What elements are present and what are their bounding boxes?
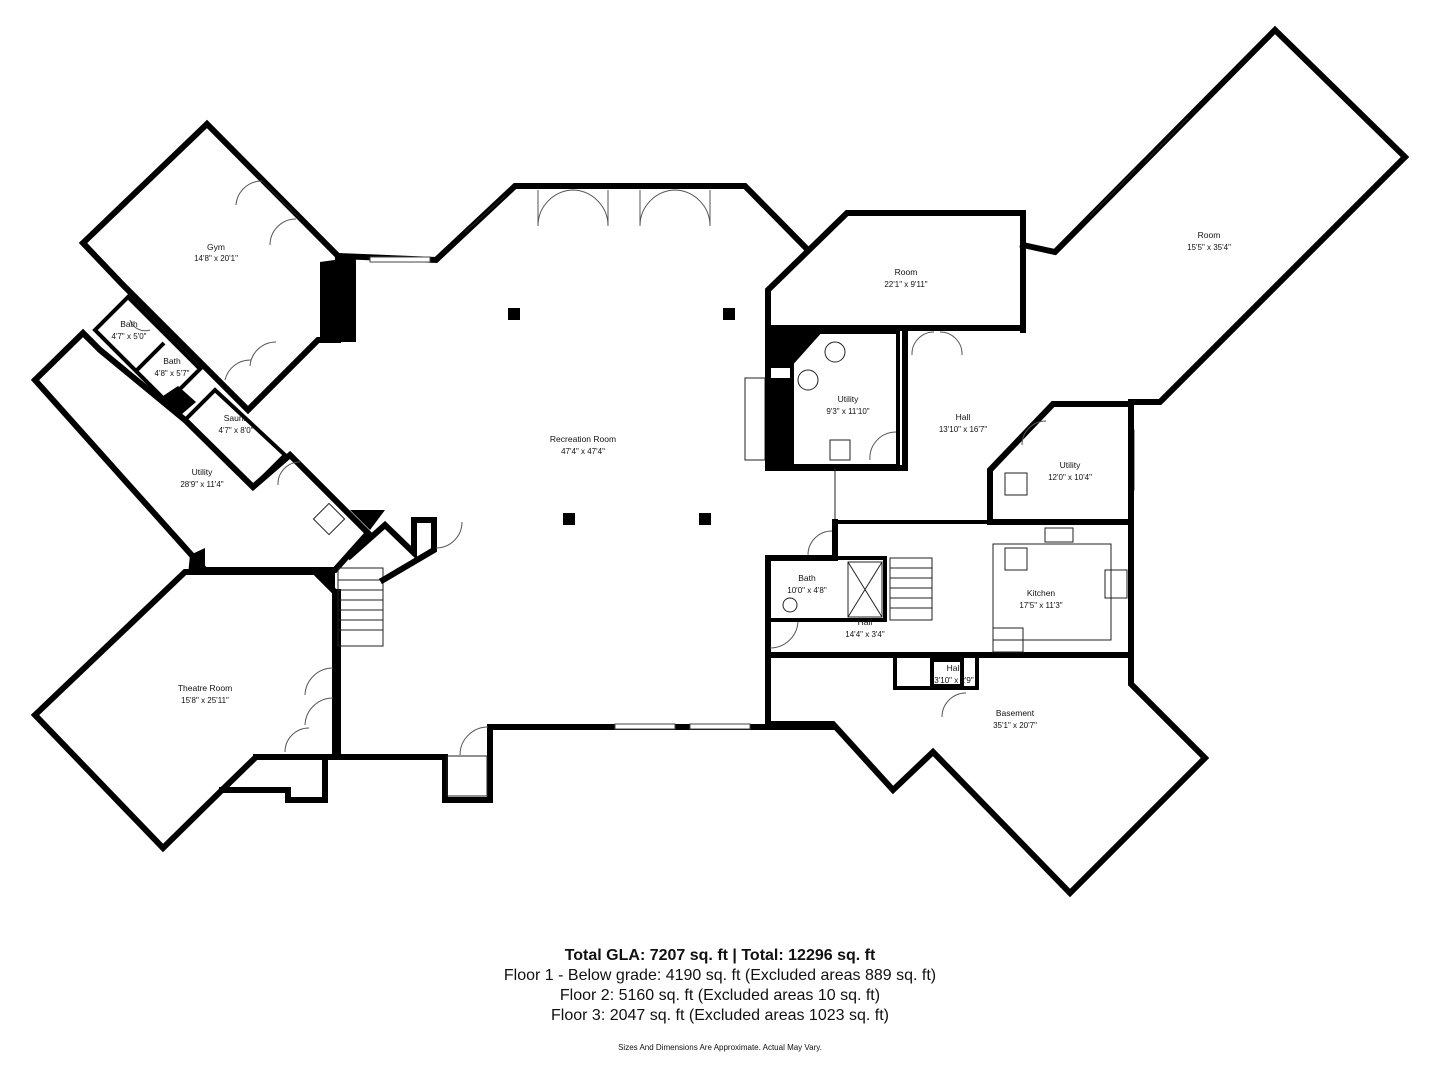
theatre-room bbox=[30, 569, 338, 853]
gym-room bbox=[78, 119, 356, 415]
utility-left-label: Utility bbox=[192, 467, 214, 477]
theatre-label: Theatre Room bbox=[178, 683, 232, 693]
recreation-label: Recreation Room bbox=[550, 434, 616, 444]
bath2-dim: 4'8" x 5'7" bbox=[155, 369, 190, 378]
utility-right-dim: 12'0" x 10'4" bbox=[1048, 473, 1092, 482]
basement-label: Basement bbox=[996, 708, 1035, 718]
bath3-label: Bath bbox=[798, 573, 816, 583]
kitchen-label: Kitchen bbox=[1027, 588, 1056, 598]
hall-long-dim: 14'4" x 3'4" bbox=[845, 630, 885, 639]
utility-mid-dim: 9'3" x 11'10" bbox=[826, 407, 869, 416]
kitchen-dim: 17'5" x 11'3" bbox=[1019, 601, 1062, 610]
service-block bbox=[765, 399, 1134, 658]
floor2-area: Floor 2: 5160 sq. ft (Excluded areas 10 … bbox=[559, 987, 881, 1004]
hall-long-label: Hall bbox=[858, 617, 873, 627]
theatre-dim: 15'8" x 25'11" bbox=[181, 696, 229, 705]
floor1-area: Floor 1 - Below grade: 4190 sq. ft (Excl… bbox=[503, 967, 937, 984]
gym-dim: 14'8" x 20'1" bbox=[194, 254, 238, 263]
utility-right-label: Utility bbox=[1060, 460, 1082, 470]
bath3-dim: 10'0" x 4'8" bbox=[787, 586, 827, 595]
recreation-room bbox=[334, 183, 836, 803]
bath2-label: Bath bbox=[163, 356, 181, 366]
sauna-dim: 4'7" x 8'0" bbox=[219, 426, 254, 435]
utility-mid-room bbox=[765, 325, 908, 471]
room-mid-label: Room bbox=[895, 267, 918, 277]
hall-small-dim: 3'10" x 2'9" bbox=[934, 676, 974, 685]
utility-mid-label: Utility bbox=[838, 394, 860, 404]
total-area: Total GLA: 7207 sq. ft | Total: 12296 sq… bbox=[564, 947, 876, 964]
utility-left-dim: 28'9" x 11'4" bbox=[180, 480, 223, 489]
room-right-dim: 15'5" x 35'4" bbox=[1187, 243, 1231, 252]
bath1-label: Bath bbox=[120, 319, 138, 329]
basement-dim: 35'1" x 20'7" bbox=[993, 721, 1037, 730]
hall-small-label: Hall bbox=[947, 663, 962, 673]
room-right-label: Room bbox=[1198, 230, 1221, 240]
bath-rooms-left bbox=[92, 294, 203, 414]
hall-big-dim: 13'10" x 16'7" bbox=[939, 425, 987, 434]
hall-big-label: Hall bbox=[956, 412, 971, 422]
bath1-dim: 4'7" x 5'0" bbox=[112, 332, 147, 341]
gym-label: Gym bbox=[207, 242, 225, 252]
room-right bbox=[1019, 25, 1410, 405]
recreation-dim: 47'4" x 47'4" bbox=[561, 447, 605, 456]
area-summary: Total GLA: 7207 sq. ft | Total: 12296 sq… bbox=[0, 946, 1440, 1058]
room-mid bbox=[765, 210, 1026, 331]
floor3-area: Floor 3: 2047 sq. ft (Excluded areas 102… bbox=[551, 1007, 889, 1024]
room-labels: Gym 14'8" x 20'1" Bath 4'7" x 5'0" Bath … bbox=[112, 230, 1232, 730]
room-mid-dim: 22'1" x 9'11" bbox=[884, 280, 927, 289]
basement-room bbox=[765, 652, 1210, 898]
sauna-label: Sauna bbox=[224, 413, 249, 423]
disclaimer: Sizes And Dimensions Are Approximate. Ac… bbox=[618, 1043, 822, 1052]
floor-plan: Gym 14'8" x 20'1" Bath 4'7" x 5'0" Bath … bbox=[30, 25, 1410, 898]
